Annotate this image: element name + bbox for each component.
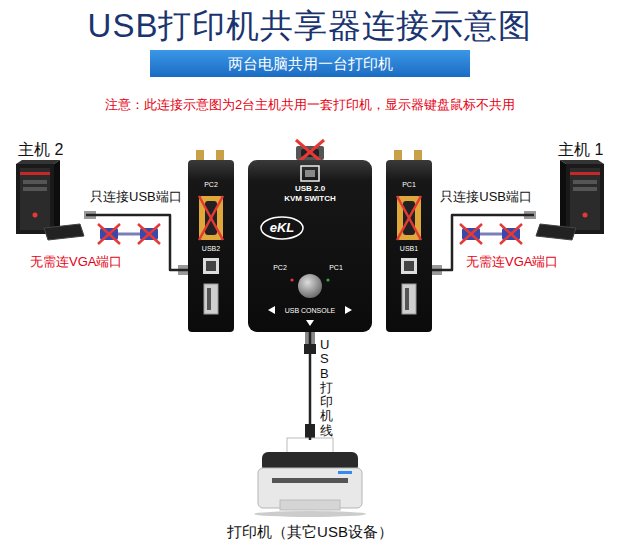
switch-side-view: PC1USB1 bbox=[386, 160, 432, 332]
warning-text: 无需连VGA端口 bbox=[30, 254, 122, 270]
host-computer: 主机 1 bbox=[534, 138, 610, 242]
host-computer: 主机 2 bbox=[10, 138, 86, 242]
diagram-title: USB打印机共享器连接示意图 bbox=[0, 6, 620, 46]
cable-label: 只连接USB端口 bbox=[90, 189, 182, 205]
subtitle-text: 两台电脑共用一台打印机 bbox=[228, 50, 393, 77]
host-name: 主机 2 bbox=[18, 140, 63, 160]
printer-illustration bbox=[254, 438, 366, 517]
console-label: USB CONSOLE bbox=[285, 306, 336, 315]
port-label: USB1 bbox=[400, 244, 418, 253]
usb-cable bbox=[309, 332, 312, 440]
model-text: KVM SWITCH bbox=[284, 194, 336, 204]
computer-tower bbox=[524, 160, 604, 240]
note-text: 注意：此连接示意图为2台主机共用一套打印机，显示器键盘鼠标不共用 bbox=[0, 97, 620, 113]
switch-side-body bbox=[178, 150, 234, 332]
port-label: USB2 bbox=[202, 244, 220, 253]
port-label: PC2 bbox=[204, 180, 218, 189]
button-label: PC1 bbox=[329, 263, 343, 272]
warning-text: 无需连VGA端口 bbox=[466, 254, 558, 270]
brand-logo: eKL bbox=[270, 220, 295, 236]
model-text: USB 2.0 bbox=[295, 184, 325, 194]
printer-name: 打印机（其它USB设备） bbox=[227, 522, 393, 542]
switch-side-body bbox=[386, 150, 442, 332]
host-name: 主机 1 bbox=[558, 140, 603, 160]
subtitle-band: 两台电脑共用一台打印机 bbox=[150, 50, 470, 77]
cable-label: 只连接USB端口 bbox=[440, 189, 532, 205]
port-label: PC1 bbox=[402, 180, 416, 189]
cable-label: USB打印机线 bbox=[320, 338, 333, 438]
computer-tower bbox=[16, 160, 96, 240]
switch-side-view: PC2USB2 bbox=[188, 160, 234, 332]
kvm-switch: USB 2.0KVM SWITCH eKL PC2 PC1USB CONSOLE bbox=[248, 160, 372, 332]
button-label: PC2 bbox=[273, 263, 287, 272]
printer: 打印机（其它USB设备） bbox=[221, 440, 399, 550]
